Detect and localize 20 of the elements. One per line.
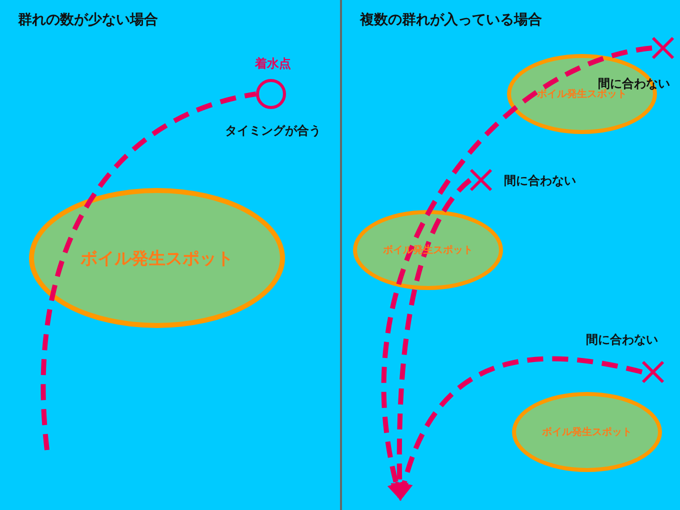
- panel-background: [0, 0, 340, 510]
- panel-background: [342, 0, 680, 510]
- note-label: 間に合わない: [586, 332, 658, 348]
- dashed-curve: [41, 92, 257, 450]
- point-label: 着水点: [255, 56, 291, 72]
- note-label: タイミングが合う: [225, 122, 321, 140]
- spot-label: ボイル発生スポット: [537, 88, 627, 101]
- dashed-arrow: [381, 46, 652, 501]
- spot-label: ボイル発生スポット: [80, 248, 234, 270]
- spot-label: ボイル発生スポット: [542, 426, 632, 439]
- cross-mark: [642, 361, 664, 383]
- panel-title: 複数の群れが入っている場合: [360, 11, 542, 29]
- panel-title: 群れの数が少ない場合: [18, 11, 158, 29]
- note-label: 間に合わない: [598, 76, 670, 90]
- cross-mark: [652, 37, 674, 59]
- note-label: 間に合わない: [504, 172, 576, 190]
- cross-mark: [470, 169, 492, 191]
- dashed-arrow: [390, 178, 472, 501]
- dashed-arrow: [396, 356, 643, 501]
- landing-circle: [256, 79, 286, 109]
